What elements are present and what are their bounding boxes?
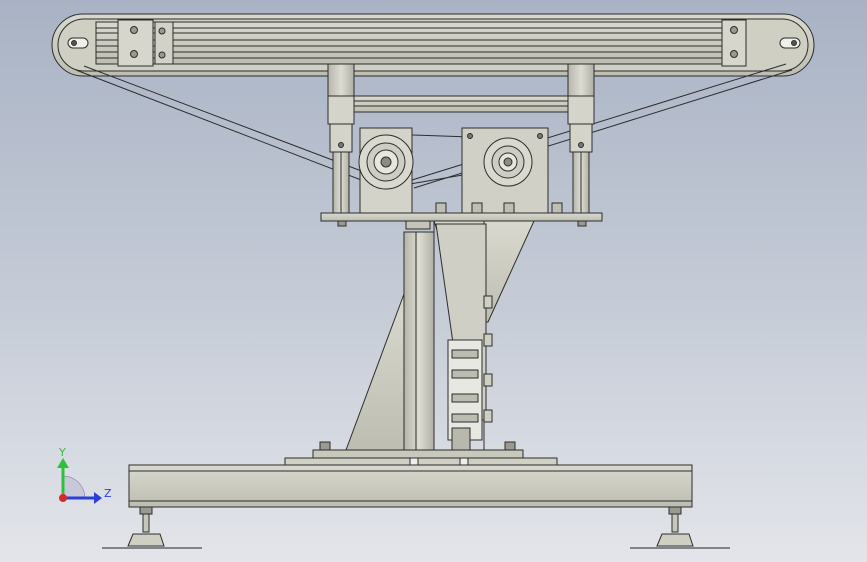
drive-unit bbox=[358, 127, 563, 217]
nut-icon bbox=[483, 409, 493, 423]
y-axis-label: Y bbox=[58, 446, 66, 459]
bolt-icon bbox=[730, 26, 738, 34]
right-idler-axle bbox=[791, 40, 797, 46]
nut-icon bbox=[503, 202, 515, 214]
left-corner-block bbox=[327, 95, 355, 125]
guide-block bbox=[451, 369, 479, 379]
top-mounting-plate bbox=[320, 212, 603, 222]
base-frame bbox=[128, 464, 693, 508]
cross-beam bbox=[353, 95, 569, 113]
nut-icon bbox=[483, 295, 493, 309]
nut-icon bbox=[577, 220, 587, 227]
guide-block bbox=[451, 393, 479, 403]
nut-icon bbox=[483, 373, 493, 387]
nut-icon bbox=[504, 441, 516, 451]
base-top-plate bbox=[284, 457, 558, 466]
nut-icon bbox=[319, 441, 331, 451]
nut-icon bbox=[551, 202, 563, 214]
bolt-icon bbox=[537, 133, 543, 139]
bolt-icon bbox=[730, 50, 738, 58]
left-post-upper bbox=[327, 63, 355, 97]
bolt-icon bbox=[338, 142, 344, 148]
support-frame bbox=[327, 63, 595, 215]
drive-belt bbox=[75, 63, 793, 189]
right-post-upper bbox=[567, 63, 595, 97]
top-conveyor bbox=[51, 13, 815, 77]
orientation-triad[interactable]: Y Z bbox=[57, 446, 112, 504]
nut-icon bbox=[471, 202, 483, 214]
base-assembly bbox=[102, 441, 730, 549]
guide-block bbox=[451, 349, 479, 359]
bolt-icon bbox=[578, 142, 584, 148]
bolt-icon bbox=[459, 457, 469, 466]
z-axis-label: Z bbox=[104, 487, 112, 500]
bolt-icon bbox=[158, 51, 166, 59]
bolt-icon bbox=[158, 27, 166, 35]
nut-icon bbox=[337, 220, 347, 227]
column-base-plate bbox=[312, 449, 524, 459]
plate-spacer bbox=[405, 220, 431, 230]
aluminum-profile-rail bbox=[95, 21, 727, 65]
bolt-icon bbox=[130, 26, 138, 34]
left-idler-axle bbox=[71, 40, 77, 46]
bolt-icon bbox=[409, 457, 419, 466]
screw-coupling bbox=[451, 427, 471, 453]
nut-icon bbox=[483, 333, 493, 347]
lift-column bbox=[345, 220, 535, 453]
right-corner-block bbox=[567, 95, 595, 125]
left-gusset bbox=[345, 293, 405, 451]
x-axis-point bbox=[59, 494, 67, 502]
z-arrow-head bbox=[94, 492, 102, 504]
nut-icon bbox=[435, 202, 447, 214]
right-leveling-foot bbox=[630, 506, 730, 549]
left-leveling-foot bbox=[102, 506, 202, 549]
bolt-icon bbox=[130, 50, 138, 58]
column-left-plate bbox=[403, 231, 435, 453]
guide-block bbox=[451, 413, 479, 423]
bolt-icon bbox=[467, 133, 473, 139]
y-arrow-head bbox=[57, 458, 69, 468]
triad-quarter-disc bbox=[62, 475, 86, 499]
